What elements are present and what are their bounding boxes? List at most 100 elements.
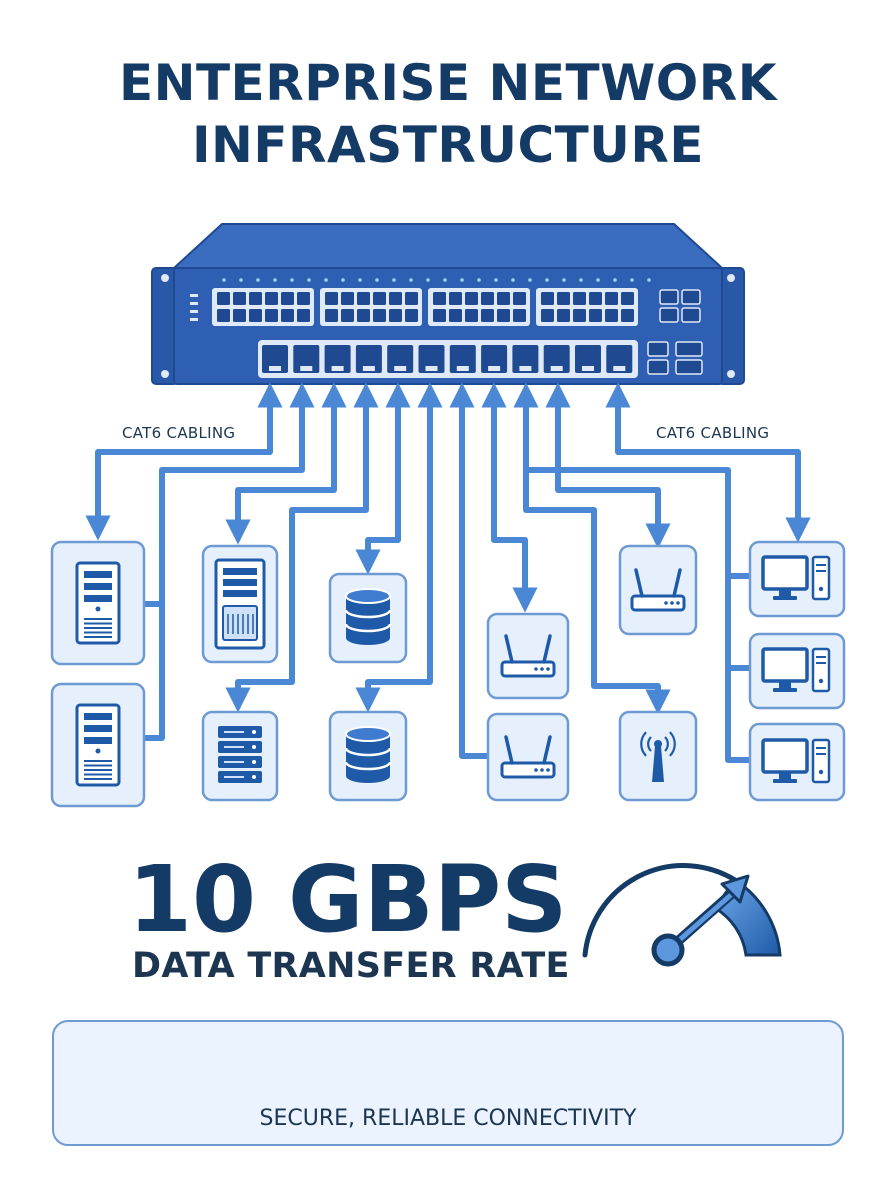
- ethernet-port: [233, 292, 246, 305]
- cable: [605, 382, 811, 543]
- ethernet-port: [497, 292, 510, 305]
- device-tile: [328, 710, 408, 802]
- desktop-computer-icon: [761, 647, 831, 693]
- ethernet-port: [389, 292, 402, 305]
- ethernet-port: [433, 309, 446, 322]
- device-tile: [328, 572, 408, 664]
- ethernet-port: [217, 292, 230, 305]
- device-tile: [486, 612, 570, 700]
- ethernet-port: [465, 292, 478, 305]
- ethernet-port: [281, 292, 294, 305]
- device-tile: [748, 540, 846, 618]
- title-line-2: INFRASTRUCTURE: [191, 116, 705, 174]
- ethernet-port: [465, 309, 478, 322]
- ethernet-port: [249, 292, 262, 305]
- ethernet-port: [373, 309, 386, 322]
- ethernet-port: [389, 309, 402, 322]
- secure-connectivity-panel: [52, 1020, 844, 1146]
- ethernet-port: [497, 309, 510, 322]
- cable-label-left: CAT6 CABLING: [122, 424, 236, 442]
- ethernet-port: [621, 292, 634, 305]
- cable: [449, 382, 488, 759]
- cat6-cables: [85, 382, 811, 763]
- ethernet-port: [297, 309, 310, 322]
- ethernet-port: [573, 292, 586, 305]
- cable: [481, 382, 538, 613]
- speedometer-icon: [582, 863, 782, 967]
- cable: [526, 467, 752, 763]
- ethernet-port: [606, 345, 633, 373]
- ethernet-port: [405, 292, 418, 305]
- ethernet-port: [575, 345, 601, 373]
- device-grid: [50, 540, 846, 808]
- ethernet-port: [513, 309, 526, 322]
- ethernet-port: [262, 345, 288, 373]
- ethernet-port: [265, 309, 278, 322]
- ethernet-port: [573, 309, 586, 322]
- wireless-access-point-icon: [640, 731, 676, 782]
- router-icon: [500, 634, 556, 678]
- ethernet-port: [433, 292, 446, 305]
- ethernet-port: [293, 345, 320, 373]
- cable: [140, 604, 165, 741]
- ethernet-port: [605, 292, 618, 305]
- ethernet-port: [512, 345, 539, 373]
- ethernet-port: [589, 309, 602, 322]
- device-tile: [748, 632, 846, 710]
- ethernet-port: [324, 345, 351, 373]
- ethernet-port: [481, 309, 494, 322]
- ethernet-port: [418, 345, 445, 373]
- ethernet-port: [481, 345, 508, 373]
- cable-label-right: CAT6 CABLING: [656, 424, 770, 442]
- ethernet-port: [281, 309, 294, 322]
- device-tile: [50, 540, 146, 666]
- ethernet-port: [543, 345, 570, 373]
- ethernet-port: [233, 309, 246, 322]
- ethernet-port: [513, 292, 526, 305]
- device-tile: [748, 722, 846, 802]
- desktop-computer-icon: [761, 555, 831, 601]
- router-icon: [630, 568, 686, 612]
- router-icon: [500, 735, 556, 779]
- ethernet-port: [297, 292, 310, 305]
- rack-server-icon: [218, 726, 262, 783]
- server-appliance-icon: [214, 558, 266, 650]
- ethernet-port: [557, 309, 570, 322]
- network-switch: [151, 223, 745, 385]
- database-icon: [344, 726, 392, 783]
- ethernet-port: [341, 292, 354, 305]
- ethernet-port: [541, 292, 554, 305]
- ethernet-port: [325, 309, 338, 322]
- cable: [85, 382, 283, 541]
- speed-value: 10 GBPS: [128, 846, 568, 953]
- tower-server-icon: [75, 561, 121, 645]
- ethernet-port: [541, 309, 554, 322]
- ethernet-port: [605, 309, 618, 322]
- device-tile: [486, 712, 570, 802]
- speed-caption: DATA TRANSFER RATE: [132, 946, 570, 986]
- ethernet-port: [449, 309, 462, 322]
- device-tile: [201, 710, 279, 802]
- ethernet-port: [449, 292, 462, 305]
- desktop-computer-icon: [761, 738, 831, 784]
- ethernet-port: [387, 345, 414, 373]
- title-line-1: ENTERPRISE NETWORK: [118, 54, 778, 112]
- cable: [513, 382, 671, 715]
- ethernet-port: [357, 292, 370, 305]
- ethernet-port: [357, 309, 370, 322]
- ethernet-port: [355, 345, 382, 373]
- cable: [545, 382, 671, 549]
- tower-server-icon: [75, 703, 121, 787]
- cable: [355, 382, 443, 713]
- ethernet-port: [405, 309, 418, 322]
- device-tile: [201, 544, 279, 664]
- ethernet-port: [265, 292, 278, 305]
- device-tile: [618, 544, 698, 636]
- ethernet-port: [249, 309, 262, 322]
- database-icon: [344, 588, 392, 645]
- ethernet-port: [589, 292, 602, 305]
- page-title: ENTERPRISE NETWORK INFRASTRUCTURE: [0, 52, 896, 176]
- device-tile: [618, 710, 698, 802]
- ethernet-port: [341, 309, 354, 322]
